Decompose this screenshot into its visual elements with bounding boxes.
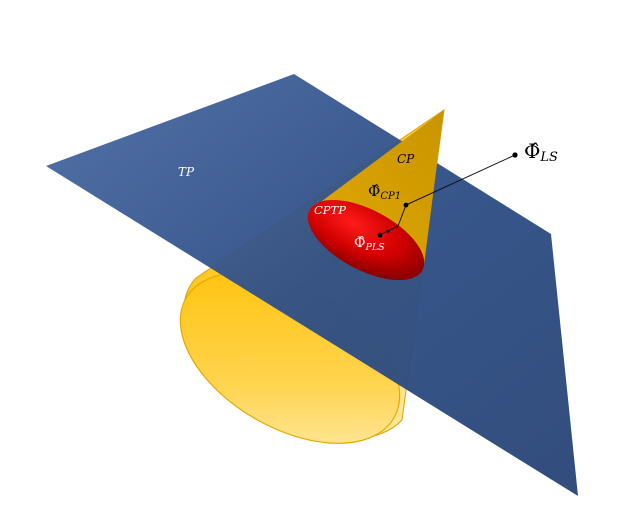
point-pls-2	[386, 229, 390, 233]
label-phi-ls-main: Φ̂	[524, 139, 540, 163]
label-phi-cp1-main: Φ̂	[368, 182, 380, 200]
tangent-plane	[46, 74, 578, 496]
label-phi-ls-sub: LS	[539, 150, 558, 165]
label-phi-pls-main: Φ̂	[354, 235, 365, 251]
point-ls	[512, 152, 518, 158]
point-pls	[377, 232, 383, 238]
cone-upper	[318, 110, 444, 265]
label-cptp: CPTP	[314, 203, 346, 217]
point-cp1	[403, 202, 409, 208]
label-phi-pls-sub: PLS	[364, 242, 385, 253]
label-phi-cp1: Φ̂CP1	[368, 182, 401, 202]
intersection-ellipse	[307, 199, 425, 281]
leader-line	[405, 154, 516, 206]
label-cp: CP	[397, 152, 415, 166]
projection-line	[397, 204, 407, 227]
label-phi-cp1-sub: CP1	[380, 191, 401, 202]
label-phi-pls: Φ̂PLS	[354, 235, 385, 253]
label-phi-ls: Φ̂LS	[524, 139, 558, 165]
label-tp: TP	[178, 165, 195, 179]
